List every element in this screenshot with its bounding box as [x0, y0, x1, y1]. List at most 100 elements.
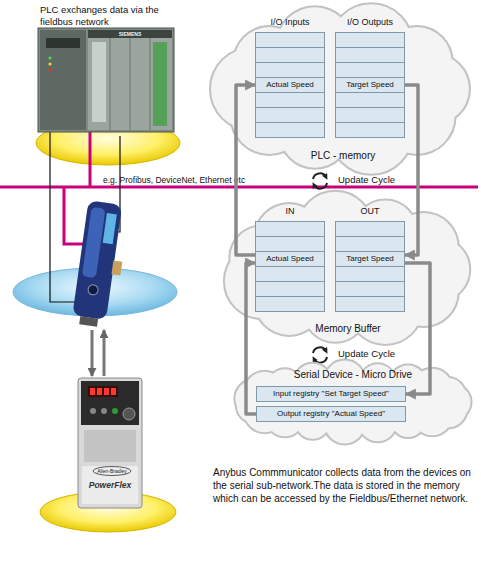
cpu-module: [40, 30, 86, 130]
memory-cell: [255, 47, 325, 63]
serial-port: [79, 316, 98, 326]
memory-cell: [335, 47, 405, 63]
module-divider: [150, 38, 151, 130]
drive-logo-area: [82, 466, 138, 504]
plc-body: [38, 28, 174, 132]
cloud-title: Memory Buffer: [222, 323, 474, 334]
memory-cell: [335, 236, 405, 252]
register-cell: Actual Speed: [255, 251, 325, 267]
data-flow-arrow: [246, 263, 256, 414]
fieldbus-wire: [89, 132, 92, 187]
cycle-arrow: [314, 357, 327, 363]
cloud-layer: [225, 192, 469, 344]
column-heading: I/O Inputs: [255, 14, 325, 31]
product-name: PowerFlex: [82, 480, 138, 491]
memory-cell: [335, 221, 405, 237]
memory-cell: [335, 122, 405, 138]
status-led: [48, 68, 51, 71]
register-value: Target Speed: [336, 78, 404, 92]
fieldbus-wire: [64, 187, 86, 244]
register-cell: Target Speed: [335, 77, 405, 93]
cycle-arrow: [313, 347, 326, 353]
drive-panel: [81, 381, 139, 425]
drive-button: [101, 408, 107, 414]
register-column: IN Actual Speed: [255, 203, 325, 318]
memory-cell: [255, 122, 325, 138]
memory-cell: [255, 296, 325, 312]
device-window: [103, 213, 117, 244]
cloud-bump: [431, 378, 465, 412]
cloud-bump: [330, 92, 412, 174]
registry-box: Input registry "Set Target Speed": [256, 386, 406, 402]
cycle-arrow: [313, 173, 326, 179]
memory-cell: [335, 62, 405, 78]
registry-text: Input registry "Set Target Speed": [257, 387, 405, 401]
network-label: e.g. Profibus, DeviceNet, Ethernet etc: [103, 175, 303, 186]
cloud-title: Serial Device - Micro Drive: [232, 369, 474, 380]
caption-text: Anybus Commmunicator collects data from …: [213, 466, 475, 505]
column-heading: IN: [255, 203, 325, 220]
anybus-device: [71, 200, 130, 329]
terminal-strip: [153, 42, 167, 126]
module-divider: [110, 38, 111, 130]
device-body: [72, 200, 122, 320]
cycle-label: Update Cycle: [338, 174, 438, 186]
register-value: Target Speed: [336, 252, 404, 266]
brand-text: SIEMENS: [110, 31, 150, 37]
register-cell: Actual Speed: [255, 77, 325, 93]
drive-keypad: [84, 430, 136, 462]
plc-unit: [38, 28, 174, 132]
memory-cell: [335, 92, 405, 108]
memory-cell: [255, 32, 325, 48]
column-heading: OUT: [335, 203, 405, 220]
memory-cell: [255, 107, 325, 123]
display-digit: [111, 388, 116, 395]
label-window: [92, 42, 106, 122]
column-heading: I/O Outputs: [335, 14, 405, 31]
drive-button: [112, 408, 118, 414]
serial-link: [103, 330, 106, 376]
rail-clip: [111, 260, 122, 275]
registry-box: Output registry "Actual Speed": [256, 406, 406, 422]
serial-link: [91, 330, 94, 376]
display-digit: [104, 388, 109, 395]
cloud-layer: [225, 192, 469, 344]
cloud-bump: [431, 378, 465, 412]
callout-text: PLC exchanges data via the fieldbus netw…: [40, 4, 170, 28]
display-digit: [90, 388, 95, 395]
register-column: I/O InputsActual Speed: [255, 14, 325, 144]
cloud-layer: [211, 4, 469, 174]
device-connector: [87, 284, 98, 295]
cloud-title: PLC - memory: [212, 150, 474, 161]
cycle-label: Update Cycle: [338, 348, 438, 360]
display-digit: [97, 388, 102, 395]
brand-oval: [93, 467, 131, 476]
memory-cell: [255, 92, 325, 108]
data-flow-arrow: [405, 263, 430, 394]
cycle-arrow: [314, 183, 327, 189]
io-module: [88, 30, 172, 130]
register-value: Actual Speed: [256, 78, 324, 92]
memory-cell: [335, 107, 405, 123]
memory-cell: [255, 62, 325, 78]
drive-button: [90, 408, 96, 414]
drive-knob: [123, 408, 135, 420]
data-flow-arrow: [236, 85, 255, 255]
memory-cell: [335, 266, 405, 282]
brand-band: [88, 30, 172, 38]
memory-cell: [335, 296, 405, 312]
memory-cloud: Memory Buffer IN Actual Speed OUT Target Spe…: [222, 192, 474, 347]
module-divider: [130, 38, 131, 130]
memory-cell: [255, 281, 325, 297]
memory-cloud: Serial Device - Micro DriveInput registr…: [232, 360, 474, 444]
status-led: [48, 62, 51, 65]
drive-display: [88, 386, 118, 397]
register-column: I/O OutputsTarget Speed: [335, 14, 405, 144]
fieldbus-line: [0, 186, 478, 189]
cloud-bump: [330, 92, 412, 174]
memory-cell: [255, 266, 325, 282]
brand-text: Allen-Bradley: [92, 468, 132, 474]
device-highlight: [82, 207, 106, 278]
